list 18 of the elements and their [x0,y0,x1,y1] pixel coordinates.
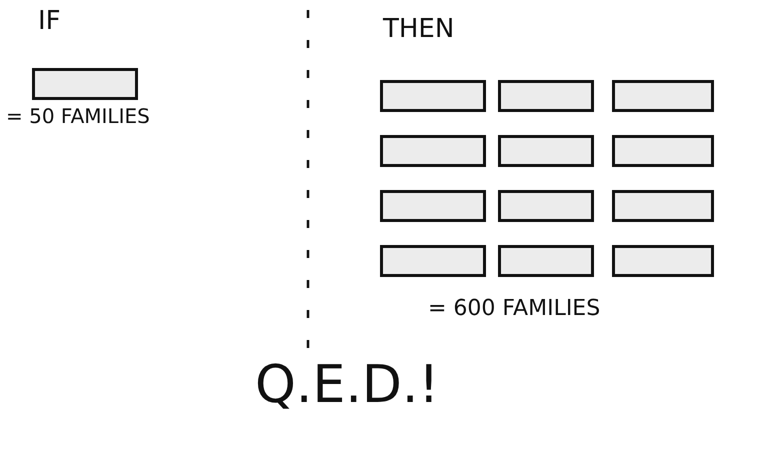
empty-box [498,135,594,167]
empty-box [380,135,486,167]
empty-box [612,190,714,222]
empty-box [32,68,138,100]
empty-box [498,80,594,112]
count-note: = 600 FAMILIES [428,296,600,321]
empty-box [498,245,594,277]
then-heading: THEN [383,14,454,44]
empty-box [380,190,486,222]
empty-box [380,245,486,277]
empty-box [612,245,714,277]
empty-box [612,80,714,112]
empty-box [612,135,714,167]
empty-box [498,190,594,222]
count-note: = 50 FAMILIES [6,104,150,128]
empty-box [380,80,486,112]
conclusion-text: Q.E.D.! [255,355,440,415]
if-heading: IF [38,6,61,36]
